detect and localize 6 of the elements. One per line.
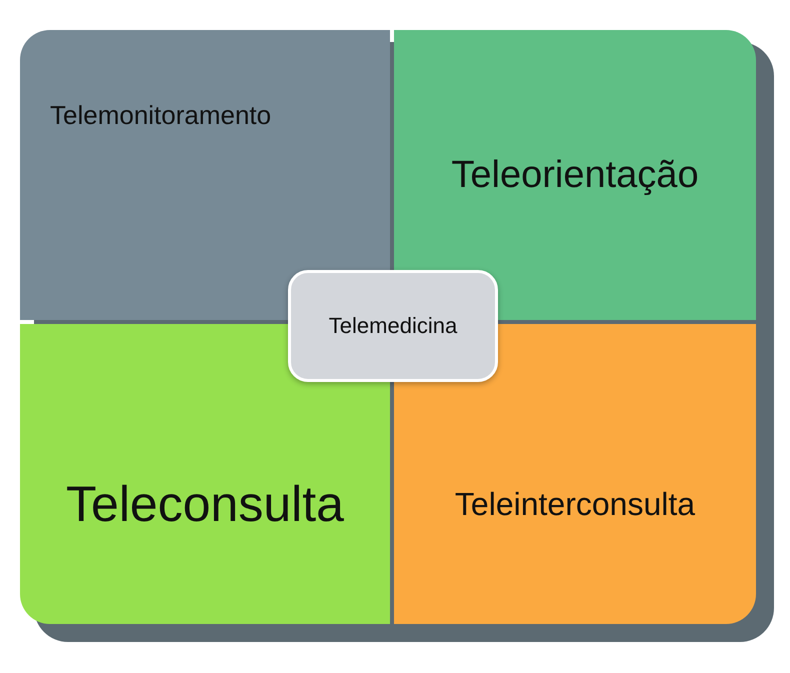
panel-label: Teleorientação xyxy=(451,154,699,196)
panel-label: Telemonitoramento xyxy=(50,100,272,131)
center-box xyxy=(288,270,498,382)
panel-label: Teleinterconsulta xyxy=(454,486,696,522)
panel-label: Teleconsulta xyxy=(66,475,344,533)
panel-label: Telemedicina xyxy=(328,313,458,339)
